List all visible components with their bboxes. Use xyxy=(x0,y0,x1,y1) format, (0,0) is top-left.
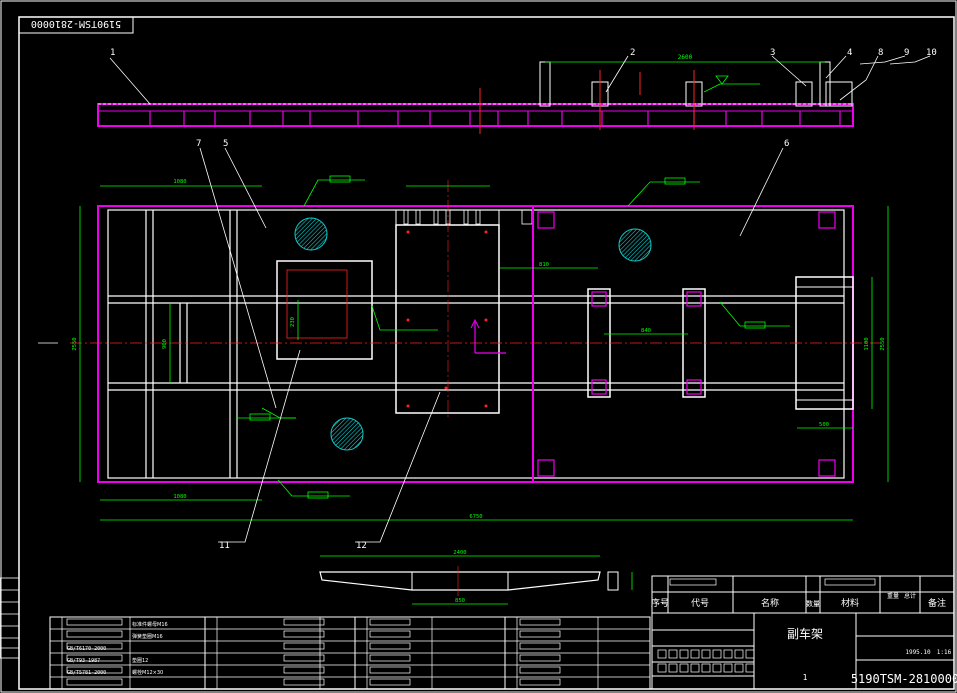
hole-hatch-2 xyxy=(618,228,652,262)
bom-left-texts: GB/T6170-2000 GB/T93-1987 GB/T5781-2000 … xyxy=(67,621,168,676)
label-11: 11 xyxy=(219,541,230,551)
side-view: 2600 xyxy=(97,54,854,134)
svg-text:垫圈12: 垫圈12 xyxy=(132,657,148,664)
drawing-number-top: 5190TSM-2810000 xyxy=(18,16,134,34)
hole-hatch-3 xyxy=(330,417,364,451)
svg-text:6750: 6750 xyxy=(469,514,482,520)
svg-text:2550: 2550 xyxy=(880,337,886,350)
svg-text:230: 230 xyxy=(290,317,296,327)
svg-text:1100: 1100 xyxy=(864,337,870,350)
svg-text:5190TSM-2810000: 5190TSM-2810000 xyxy=(31,18,121,29)
label-1: 1 xyxy=(110,48,115,58)
svg-text:副车架: 副车架 xyxy=(787,626,823,641)
plan-dimensions xyxy=(79,185,889,521)
label-4: 4 xyxy=(847,48,852,58)
svg-text:900: 900 xyxy=(162,339,168,349)
title-block-texts: 序号 代号 名称 数量 材料 重量 总计 备注 副车架 1 1995.10 1:… xyxy=(651,592,957,686)
label-6: 6 xyxy=(784,139,789,149)
section-view: 2400 850 xyxy=(319,550,633,605)
svg-text:标准件螺母M16: 标准件螺母M16 xyxy=(132,621,168,628)
svg-text:1080: 1080 xyxy=(173,494,186,500)
label-10: 10 xyxy=(926,48,937,58)
plan-dimension-texts: 1080 1080 6750 2550 2550 1100 900 230 84… xyxy=(72,179,886,520)
hole-hatch-1 xyxy=(294,217,328,251)
label-7: 7 xyxy=(196,139,201,149)
svg-text:2400: 2400 xyxy=(453,550,466,556)
svg-text:1: 1 xyxy=(803,673,808,682)
svg-text:5190TSM-2810000: 5190TSM-2810000 xyxy=(851,672,957,686)
svg-text:GB/T6170-2000: GB/T6170-2000 xyxy=(67,646,106,652)
svg-text:2600: 2600 xyxy=(678,54,693,61)
svg-text:螺栓M12×30: 螺栓M12×30 xyxy=(132,669,163,676)
title-block xyxy=(651,575,955,690)
weld-symbols xyxy=(236,175,790,499)
svg-text:重量: 重量 xyxy=(887,592,899,600)
plan-view xyxy=(70,180,880,483)
svg-text:总计: 总计 xyxy=(904,592,916,600)
svg-text:备注: 备注 xyxy=(928,597,946,609)
svg-text:810: 810 xyxy=(539,262,549,268)
svg-text:GB/T93-1987: GB/T93-1987 xyxy=(67,658,100,664)
revision-strip xyxy=(0,577,20,659)
svg-text:弹簧垫圈M16: 弹簧垫圈M16 xyxy=(132,633,163,640)
label-8: 8 xyxy=(878,48,883,58)
svg-text:1:16: 1:16 xyxy=(937,649,952,656)
part-leaders-top xyxy=(109,55,931,105)
part-leaders-plan xyxy=(38,147,784,543)
svg-text:500: 500 xyxy=(819,422,829,428)
label-12: 12 xyxy=(356,541,367,551)
svg-text:代号: 代号 xyxy=(691,598,709,609)
label-5: 5 xyxy=(223,139,228,149)
svg-text:序号: 序号 xyxy=(651,597,669,609)
svg-text:GB/T5781-2000: GB/T5781-2000 xyxy=(67,670,106,676)
label-3: 3 xyxy=(770,48,775,58)
svg-text:2550: 2550 xyxy=(72,337,78,350)
svg-text:名称: 名称 xyxy=(761,597,779,609)
svg-text:材料: 材料 xyxy=(841,597,859,609)
svg-text:1080: 1080 xyxy=(173,179,186,185)
label-9: 9 xyxy=(904,48,909,58)
svg-text:数量: 数量 xyxy=(806,599,820,608)
svg-text:850: 850 xyxy=(455,598,465,604)
label-2: 2 xyxy=(630,48,635,58)
svg-text:840: 840 xyxy=(641,328,651,334)
svg-text:1995.10: 1995.10 xyxy=(905,649,931,656)
